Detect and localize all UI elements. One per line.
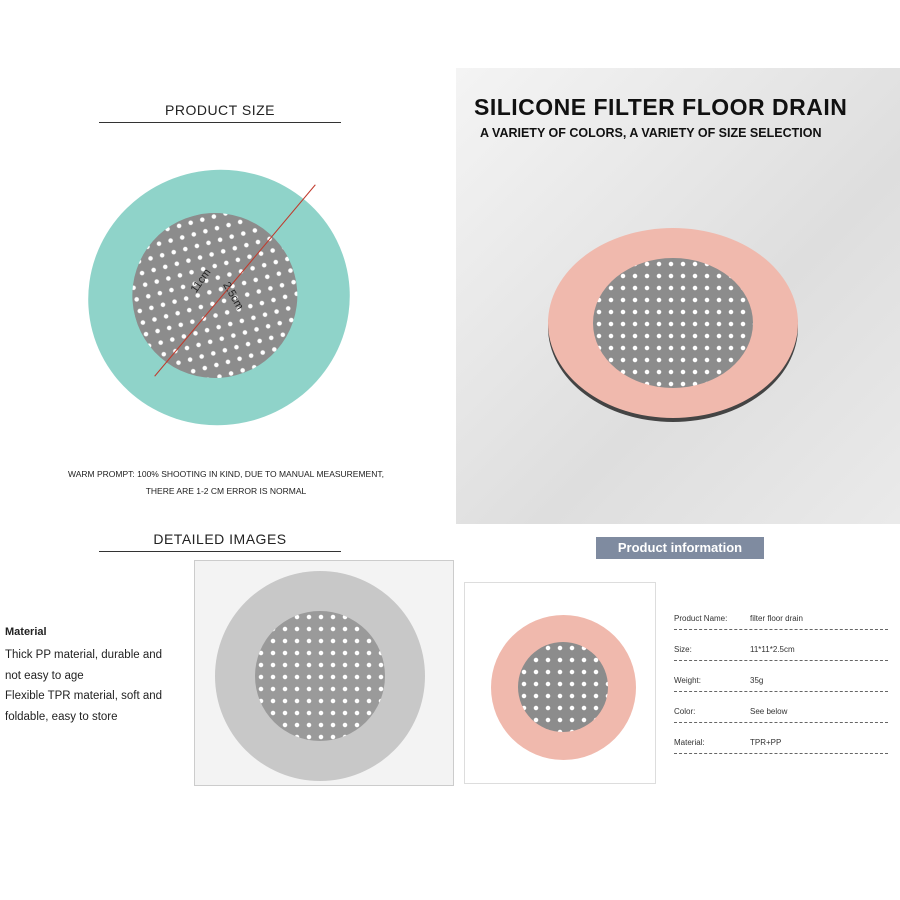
info-value: 11*11*2.5cm <box>750 645 795 654</box>
detailed-images-title: DETAILED IMAGES <box>99 531 341 552</box>
hero-subtitle: A VARIETY OF COLORS, A VARIETY OF SIZE S… <box>480 126 822 140</box>
pink-drain-photo <box>464 582 656 784</box>
product-info-banner: Product information <box>596 537 764 559</box>
warm-prompt-line1: WARM PROMPT: 100% SHOOTING IN KIND, DUE … <box>68 469 384 479</box>
info-value: TPR+PP <box>750 738 782 747</box>
strainer-basket <box>113 194 316 397</box>
info-row: Weight: 35g <box>674 676 888 692</box>
product-size-title: PRODUCT SIZE <box>99 102 341 123</box>
info-row: Size: 11*11*2.5cm <box>674 645 888 661</box>
material-line: Thick PP material, durable and <box>5 649 163 661</box>
pink-drain <box>491 615 636 760</box>
info-value: filter floor drain <box>750 614 803 623</box>
material-line: Flexible TPR material, soft and <box>5 690 163 702</box>
strainer-basket <box>255 611 385 741</box>
info-row: Color: See below <box>674 707 888 723</box>
hero-title: SILICONE FILTER FLOOR DRAIN <box>474 94 848 120</box>
hero-image: SILICONE FILTER FLOOR DRAIN A VARIETY OF… <box>456 68 900 524</box>
info-row: Product Name: filter floor drain <box>674 614 888 630</box>
strainer-basket <box>593 258 753 388</box>
info-label: Weight: <box>674 676 701 685</box>
info-value: 35g <box>750 676 764 685</box>
info-value: See below <box>750 707 788 716</box>
material-description: Thick PP material, durable and not easy … <box>5 645 162 727</box>
info-label: Material: <box>674 738 705 747</box>
info-label: Color: <box>674 707 696 716</box>
grey-drain <box>215 571 425 781</box>
strainer-basket <box>518 642 608 732</box>
pink-drain <box>548 228 798 418</box>
material-heading: Material <box>5 626 47 638</box>
info-label: Product Name: <box>674 614 728 623</box>
material-line: foldable, easy to store <box>5 710 118 723</box>
material-line: not easy to age <box>5 669 84 682</box>
warm-prompt-line2: THERE ARE 1-2 CM ERROR IS NORMAL <box>145 486 307 496</box>
info-label: Size: <box>674 645 692 654</box>
grey-drain-photo <box>194 560 454 786</box>
info-row: Material: TPR+PP <box>674 738 888 754</box>
